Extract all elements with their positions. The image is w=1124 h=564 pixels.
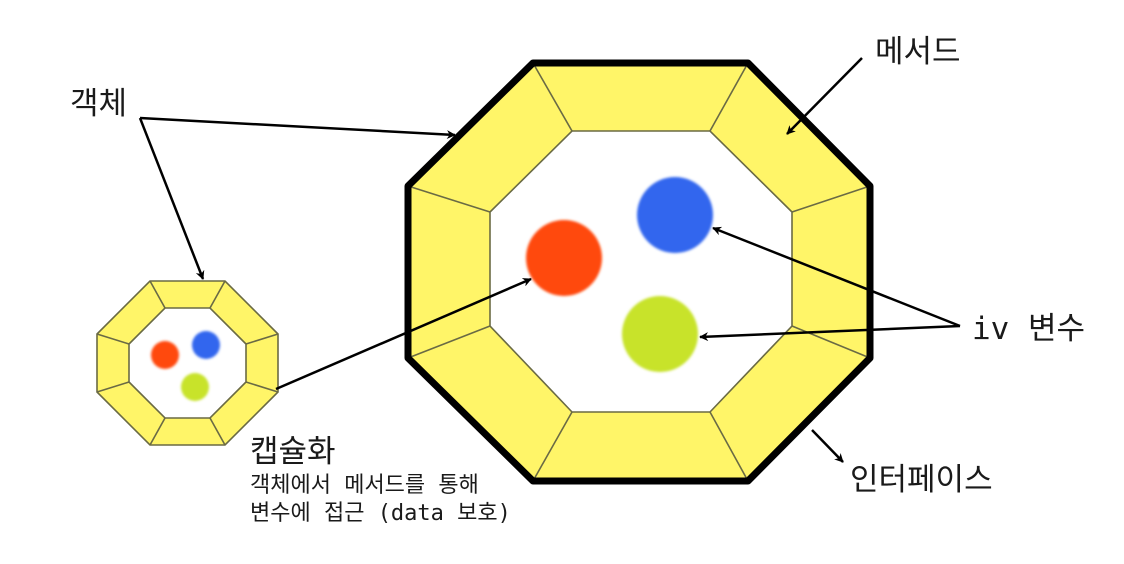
- arrow-iv-to-green: [699, 324, 961, 342]
- label-encapsulation: 캡슐화: [250, 434, 336, 470]
- large-dot-blue: [637, 177, 713, 253]
- label-method: 메서드: [875, 34, 961, 70]
- arrows: [138, 57, 961, 463]
- large-object: [404, 59, 874, 485]
- arrow-iv-to-blue: [712, 226, 961, 328]
- arrow-object-to-small: [138, 117, 205, 280]
- small-object-segment-lines: [96, 280, 279, 446]
- small-dot-red: [151, 341, 179, 369]
- arrow-encapsulation: [275, 277, 532, 391]
- label-iv-text: iv 변수: [972, 311, 1086, 347]
- small-dot-blue: [192, 331, 220, 359]
- small-dot-green: [181, 373, 209, 401]
- large-dot-red: [526, 220, 602, 296]
- label-interface: 인터페이스: [850, 462, 993, 498]
- label-iv-variable: iv 변수: [972, 311, 1085, 347]
- arrow-interface: [811, 429, 844, 463]
- arrow-object-to-large: [139, 116, 456, 140]
- label-desc-line2: 변수에 접근 (data 보호): [250, 501, 511, 526]
- large-object-outline: [404, 59, 874, 485]
- arrow-method: [786, 57, 863, 135]
- large-dot-green: [622, 296, 698, 372]
- label-object: 객체: [70, 86, 128, 122]
- small-object: [96, 280, 279, 446]
- label-desc-line1: 객체에서 메서드를 통해: [250, 473, 479, 498]
- small-object-outline: [96, 280, 279, 446]
